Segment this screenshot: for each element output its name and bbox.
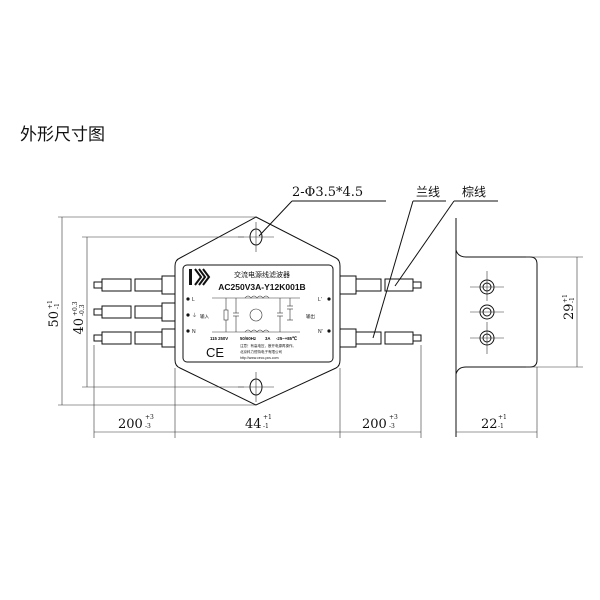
terminal-n-out: N'	[318, 329, 323, 335]
output-text: 输出	[306, 313, 315, 320]
product-name: 交流电源线滤波器	[234, 270, 290, 279]
svg-text:-0.3: -0.3	[79, 304, 86, 316]
company-name: 北京科力恒特电子有限公司	[240, 349, 282, 354]
dim-side-width: 22 +1 -1	[456, 367, 538, 438]
svg-text:200: 200	[362, 417, 387, 432]
dim-right-lead: 200 +3 -3	[362, 414, 398, 432]
dim-body-width: 44 +1 -1	[245, 414, 272, 432]
spec-current: 3A	[265, 336, 271, 341]
svg-text:+0.3: +0.3	[72, 301, 79, 316]
svg-text:-1: -1	[498, 423, 504, 430]
hole-callout: 2-Φ3.5*4.5	[258, 185, 386, 237]
svg-text:200: 200	[118, 417, 143, 432]
svg-text:50: 50	[47, 311, 62, 328]
filter-body	[174, 216, 341, 406]
blue-wire-callout: 兰线	[372, 185, 446, 339]
terminal-l: L	[192, 297, 195, 303]
brand-logo	[189, 268, 211, 286]
spec-frequency: 50/60Hz	[240, 336, 256, 341]
circuit-schematic	[212, 295, 300, 333]
svg-text:-1: -1	[54, 303, 61, 309]
terminal-l-out: L'	[318, 297, 322, 303]
svg-text:棕线: 棕线	[462, 184, 486, 199]
left-leads	[93, 275, 176, 348]
page-title: 外形尺寸图	[20, 125, 105, 145]
svg-text:22: 22	[481, 417, 498, 432]
product-label: 交流电源线滤波器 AC250V3A-Y12K001B L ⏚ N L' N' 输…	[186, 268, 331, 360]
svg-text:-3: -3	[389, 423, 395, 430]
spec-temperature: -25~+85℃	[276, 336, 297, 341]
svg-text:+1: +1	[498, 414, 507, 421]
svg-text:-3: -3	[145, 423, 151, 430]
input-text: 输入	[200, 313, 209, 320]
spec-voltage: 115 250V	[210, 336, 228, 341]
dim-side-height: 29 +1 -1	[526, 256, 583, 368]
svg-text:-1: -1	[263, 423, 269, 430]
side-terminal	[470, 322, 504, 354]
svg-text:29: 29	[562, 303, 577, 320]
right-leads	[339, 275, 422, 348]
dim-hole-pitch: 40 +0.3 -0.3	[72, 236, 244, 388]
svg-text:+3: +3	[389, 414, 398, 421]
svg-text:兰线: 兰线	[416, 185, 440, 199]
terminal-ground: ⏚	[192, 312, 197, 319]
website: http://www.cecc-pcs.com	[240, 356, 279, 360]
svg-text:-1: -1	[569, 297, 576, 303]
svg-text:40: 40	[72, 318, 87, 335]
svg-text:+1: +1	[263, 414, 272, 421]
svg-text:2-Φ3.5*4.5: 2-Φ3.5*4.5	[292, 185, 363, 200]
side-terminal	[470, 271, 504, 301]
side-terminal	[470, 304, 504, 320]
svg-text:+1: +1	[47, 300, 54, 309]
svg-text:+1: +1	[562, 294, 569, 303]
side-view	[455, 218, 538, 437]
dim-left-lead: 200 +3 -3	[118, 414, 154, 432]
svg-text:+3: +3	[145, 414, 154, 421]
terminal-n: N	[192, 329, 196, 335]
warning-text: 注意！有高电压，断开电源再操作。	[240, 343, 296, 348]
dim-overall-height: 50 +1 -1	[47, 216, 256, 406]
svg-text:44: 44	[245, 417, 262, 432]
dim-horizontal	[93, 345, 422, 438]
model-number: AC250V3A-Y12K001B	[218, 282, 305, 292]
brown-wire-callout: 棕线	[394, 184, 498, 287]
ce-mark: CE	[206, 345, 224, 360]
